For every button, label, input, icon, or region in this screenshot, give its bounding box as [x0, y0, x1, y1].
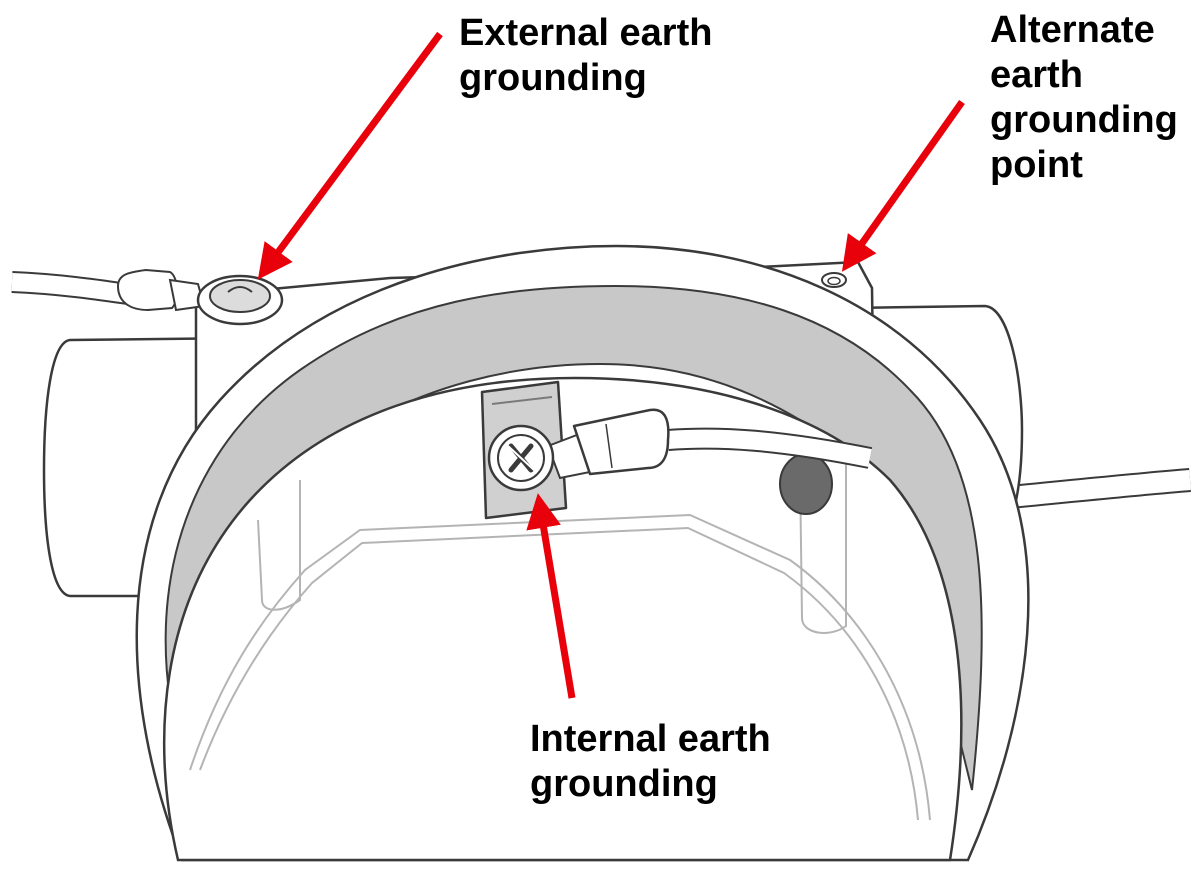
- internal-cable: [667, 427, 873, 469]
- internal-pointer-arrow: [526, 493, 576, 699]
- cable-grommet: [779, 453, 833, 515]
- alternate-label-line-3: grounding: [990, 99, 1178, 141]
- external-label-line-2: grounding: [459, 57, 647, 99]
- right-cable: [998, 468, 1191, 510]
- external-label-line-1: External earth: [459, 12, 713, 54]
- internal-label-line-1: Internal earth: [530, 718, 771, 760]
- alternate-label-line-4: point: [990, 144, 1083, 186]
- alternate-label-line-1: Alternate: [990, 9, 1155, 51]
- main-ring: [135, 244, 1030, 862]
- alternate-grounding-label: Alternate earth grounding point: [990, 8, 1178, 188]
- external-grounding-label: External earth grounding: [459, 11, 712, 101]
- external-pointer-arrow: [257, 31, 443, 280]
- inner-structure: [189, 458, 931, 821]
- internal-label-line-2: grounding: [530, 763, 718, 805]
- alternate-pointer-arrow: [841, 99, 965, 272]
- alternate-label-line-2: earth: [990, 54, 1083, 96]
- left-cable: [11, 271, 130, 305]
- alternate-ground-hole: [821, 272, 847, 288]
- internal-ground-bracket: [480, 380, 670, 520]
- internal-grounding-label: Internal earth grounding: [530, 717, 771, 807]
- external-ground-terminal: [116, 268, 284, 326]
